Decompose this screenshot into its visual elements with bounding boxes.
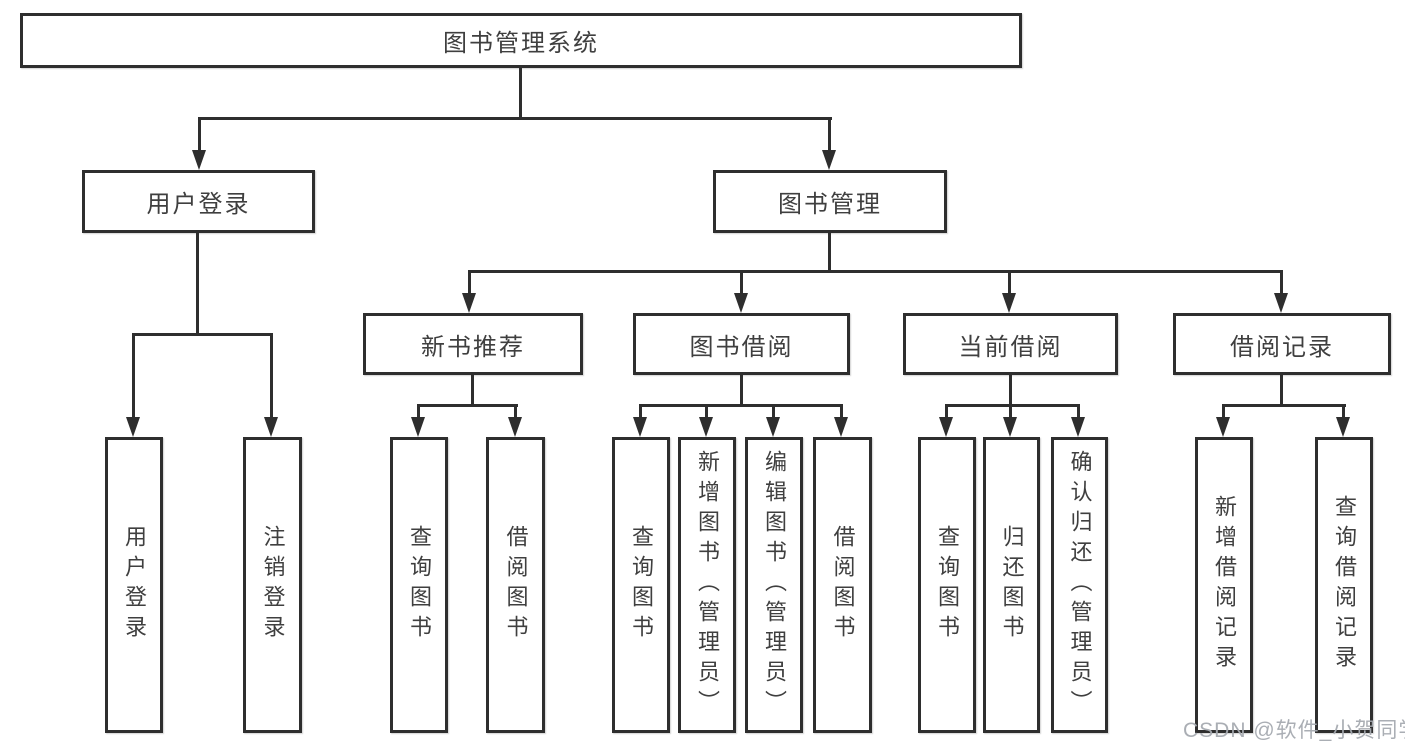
arrow-down (939, 406, 953, 437)
node-label: 图书管理系统 (443, 30, 599, 57)
connector-line (1280, 375, 1283, 407)
arrow-down (822, 118, 836, 170)
arrow-down (1216, 406, 1230, 437)
arrow-down (126, 335, 140, 437)
arrow-down (1071, 406, 1085, 437)
node-label: 查询图书 (935, 525, 960, 645)
node-label: 图书借阅 (689, 333, 794, 361)
arrow-down (264, 335, 278, 437)
connector-line (196, 233, 199, 336)
node-label: 当前借阅 (958, 333, 1063, 361)
leaf-query-books-current: 查询图书 (918, 437, 976, 733)
node-book-borrowing: 图书借阅 (633, 313, 850, 375)
node-user-login: 用户登录 (82, 170, 315, 233)
arrow-down (192, 118, 206, 170)
arrow-down (462, 272, 476, 313)
arrow-down (508, 406, 522, 437)
arrow-down (699, 406, 713, 437)
leaf-return-books: 归还图书 (983, 437, 1040, 733)
arrow-down (633, 406, 647, 437)
node-label: 借阅图书 (830, 525, 856, 645)
connector-line (468, 270, 1283, 273)
arrow-down (1003, 406, 1017, 437)
node-label: 查询借阅记录 (1332, 495, 1357, 675)
connector-line (740, 375, 743, 407)
node-label: 新书推荐 (421, 333, 525, 361)
leaf-add-books-admin: 新增图书（管理员） (678, 437, 736, 733)
node-new-book-recommendation: 新书推荐 (363, 313, 583, 375)
leaf-query-borrow-record: 查询借阅记录 (1315, 437, 1373, 733)
node-label: 查询图书 (629, 525, 654, 645)
node-book-management: 图书管理 (713, 170, 947, 233)
arrow-down (411, 406, 425, 437)
node-label: 确认归还（管理员） (1067, 450, 1093, 720)
node-label: 查询图书 (407, 525, 432, 645)
arrow-down (766, 406, 780, 437)
arrow-down (1336, 406, 1350, 437)
node-label: 编辑图书（管理员） (762, 450, 787, 720)
connector-line (945, 404, 1080, 407)
connector-line (519, 68, 522, 120)
connector-line (198, 117, 832, 120)
node-borrowing-records: 借阅记录 (1173, 313, 1391, 375)
leaf-edit-books-admin: 编辑图书（管理员） (745, 437, 803, 733)
connector-line (471, 375, 474, 407)
arrow-down (834, 406, 848, 437)
connector-line (1222, 404, 1346, 407)
node-label: 新增借阅记录 (1212, 495, 1237, 675)
leaf-borrow-books-recommend: 借阅图书 (486, 437, 545, 733)
arrow-down (1002, 272, 1016, 313)
node-label: 借阅图书 (503, 525, 529, 645)
arrow-down (1274, 272, 1288, 313)
connector-line (639, 404, 843, 407)
leaf-query-books-borrow: 查询图书 (612, 437, 670, 733)
node-label: 借阅记录 (1230, 333, 1334, 361)
node-label: 用户登录 (122, 525, 147, 645)
leaf-user-login: 用户登录 (105, 437, 163, 733)
connector-line (1009, 375, 1012, 407)
connector-line (417, 404, 518, 407)
node-label: 新增图书（管理员） (695, 450, 720, 720)
connector-line (828, 233, 831, 272)
leaf-query-books-recommend: 查询图书 (390, 437, 448, 733)
node-label: 注销登录 (260, 525, 286, 645)
arrow-down (734, 272, 748, 313)
node-label: 归还图书 (999, 525, 1025, 645)
connector-line (132, 333, 273, 336)
leaf-add-borrow-record: 新增借阅记录 (1195, 437, 1253, 733)
node-label: 用户登录 (146, 191, 251, 218)
node-current-borrowing: 当前借阅 (903, 313, 1118, 375)
node-library-management-system: 图书管理系统 (20, 13, 1022, 68)
node-label: 图书管理 (778, 191, 882, 218)
csdn-watermark: CSDN @软件_小贺同学 (1183, 719, 1405, 742)
leaf-borrow-books: 借阅图书 (813, 437, 872, 733)
leaf-confirm-return-admin: 确认归还（管理员） (1051, 437, 1108, 733)
leaf-logout: 注销登录 (243, 437, 302, 733)
